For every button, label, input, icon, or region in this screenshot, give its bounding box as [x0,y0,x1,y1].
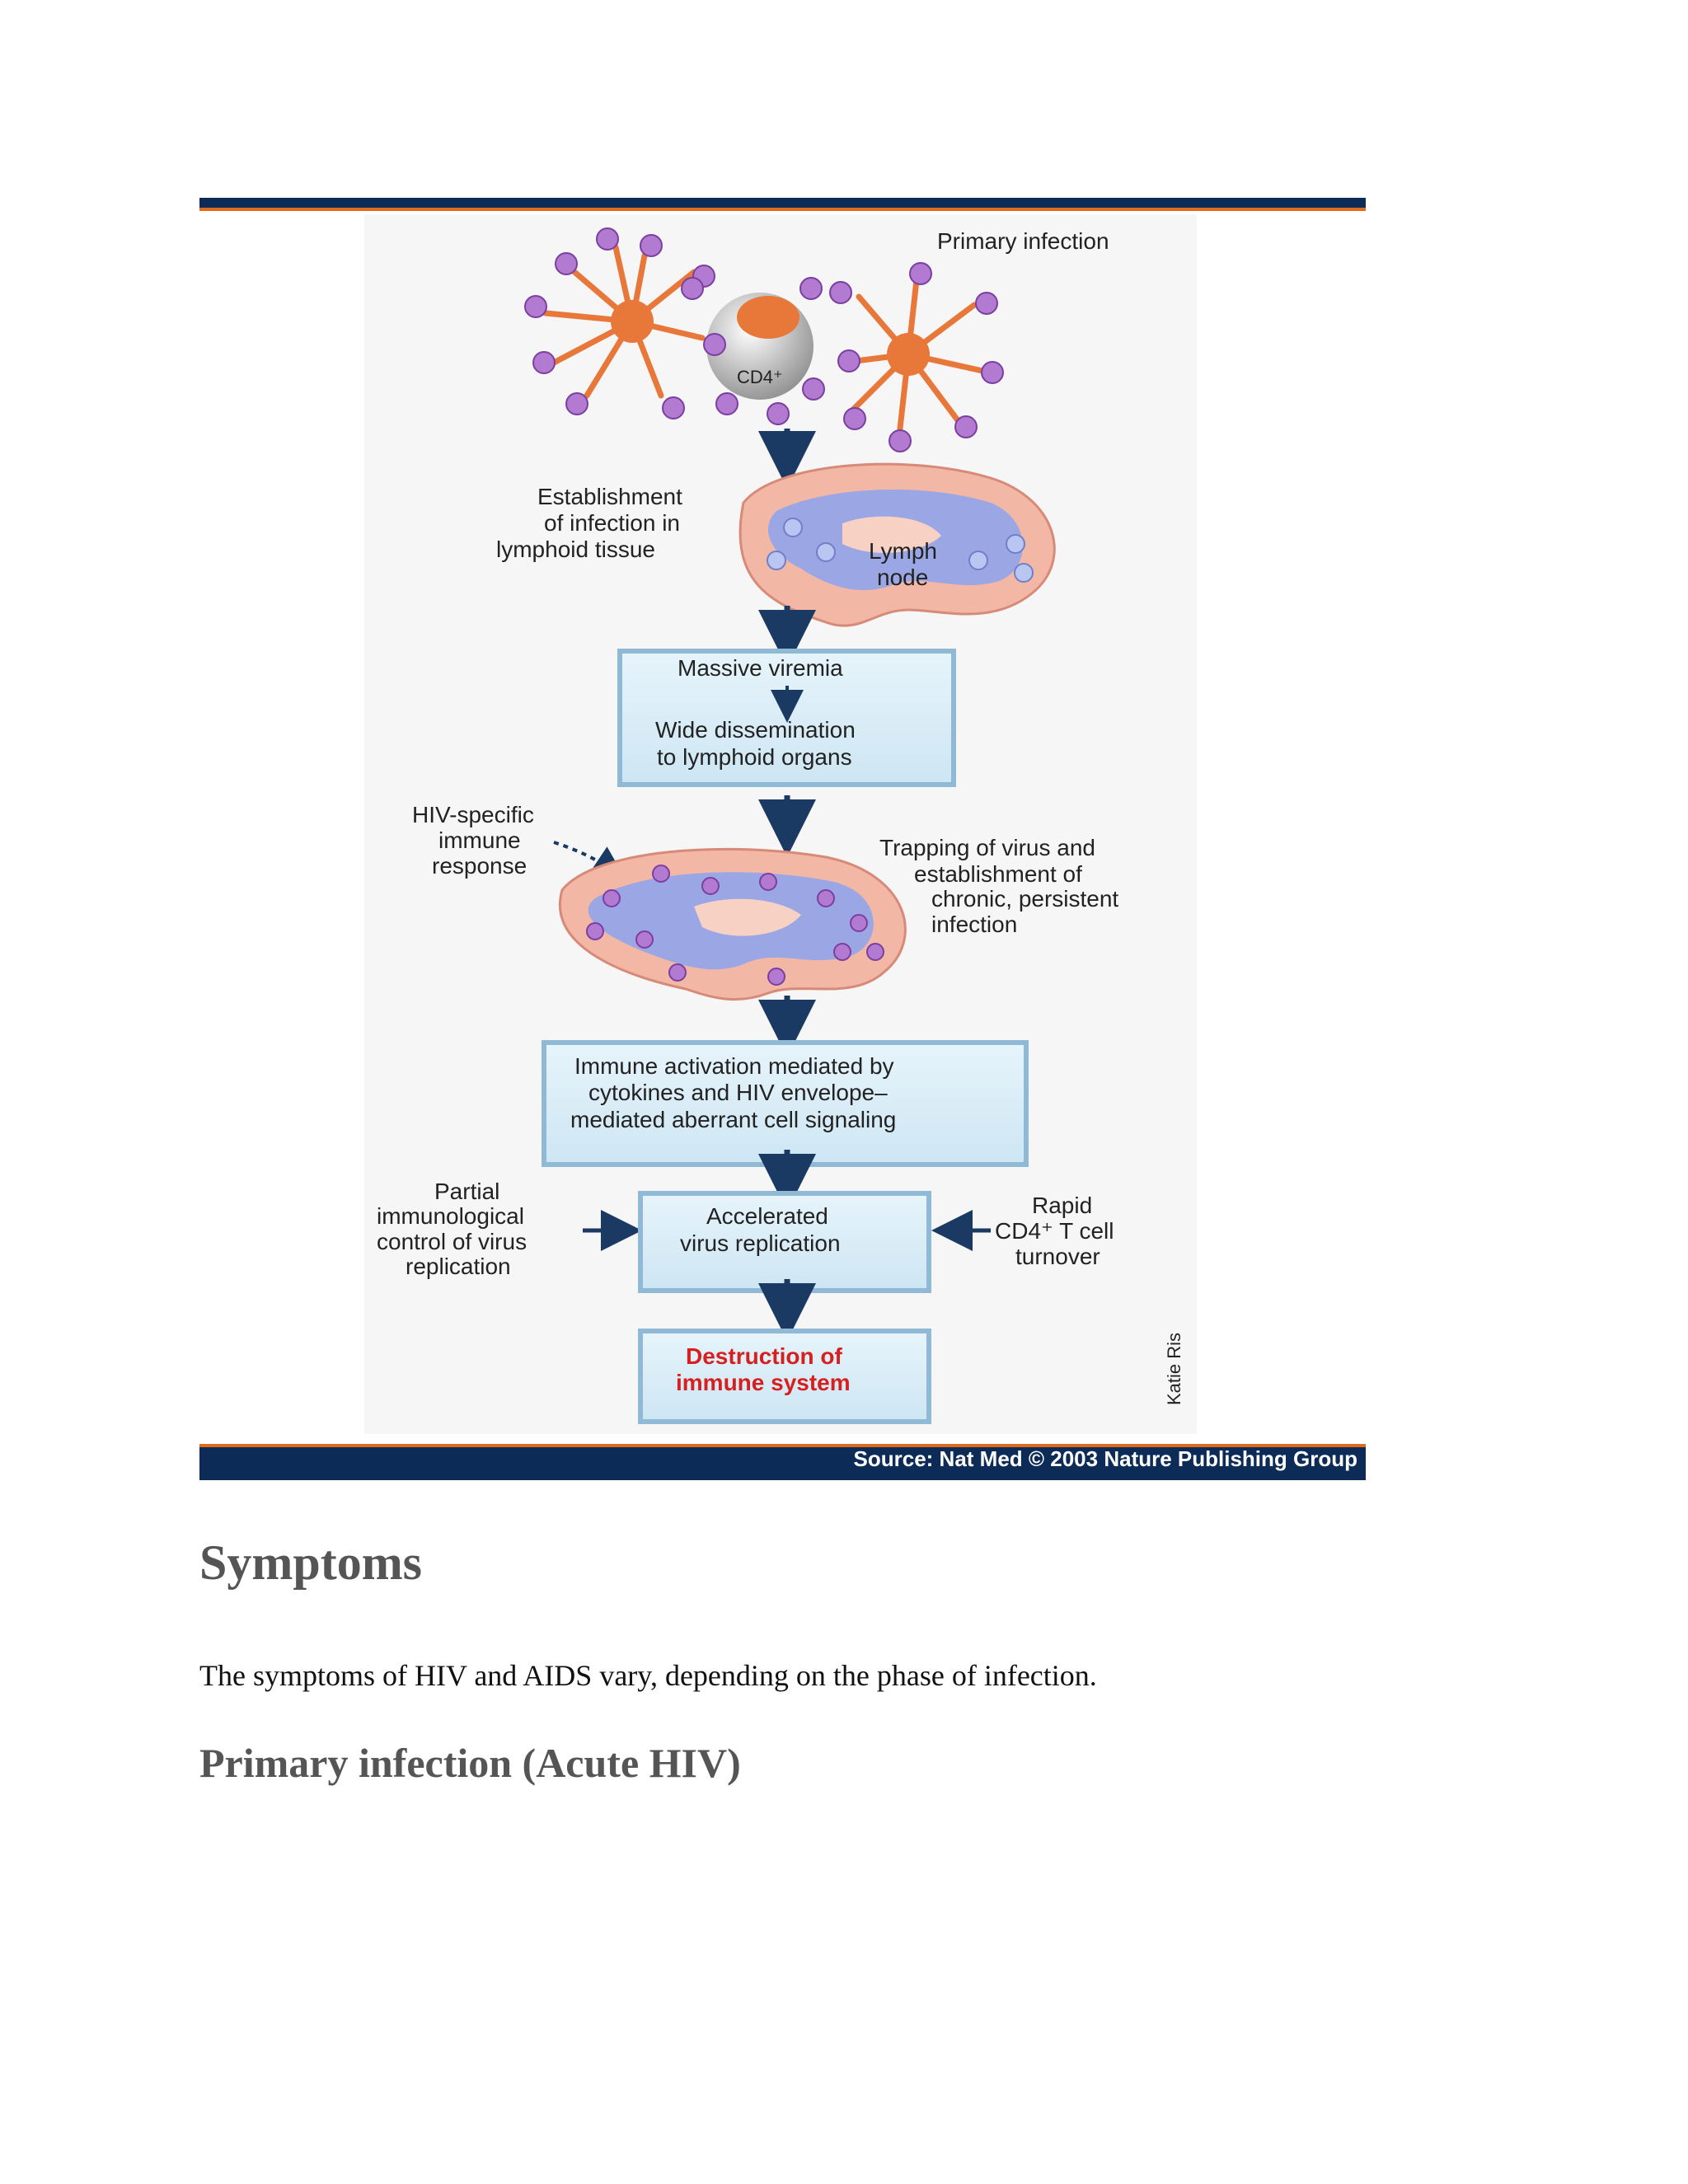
lymph-label-2: node [877,565,928,590]
trapping-line-2: establishment of [914,861,1082,887]
partial-line-2: immunological [377,1203,524,1229]
establishment-line-2: of infection in [544,510,680,536]
immune-activation-line-2: cytokines and HIV envelope– [588,1080,888,1105]
cd4-cell-nucleus [737,296,799,339]
box-accelerated-replication [638,1191,931,1293]
hiv-specific-line-1: HIV-specific [412,802,534,827]
dashed-arrow-immune-response [553,841,626,879]
rapid-line-2: CD4⁺ T cell [995,1218,1114,1244]
lymph-label-1: Lymph [869,538,937,564]
subheading-primary-infection: Primary infection (Acute HIV) [199,1740,741,1786]
virions [524,227,1004,452]
destruction-line-2: immune system [676,1370,851,1395]
hiv-specific-line-2: immune [438,827,521,853]
establishment-line-1: Establishment [537,484,682,509]
partial-line-1: Partial [434,1179,499,1204]
dendritic-cell-left-body [611,300,654,343]
figure-top-rule [199,198,1366,211]
massive-viremia-label: Massive viremia [678,655,843,681]
immune-activation-line-1: Immune activation mediated by [574,1053,894,1079]
dendritic-cells-cluster: CD4⁺ [524,227,1004,452]
hiv-specific-line-3: response [432,853,527,879]
artist-credit: Katie Ris [1164,1333,1184,1405]
wide-dissemination-line-2: to lymphoid organs [657,744,852,770]
partial-line-3: control of virus [377,1229,527,1254]
rapid-line-1: Rapid [1032,1193,1092,1218]
trapping-line-1: Trapping of virus and [879,835,1095,860]
box-destruction [638,1329,931,1424]
section-heading-symptoms: Symptoms [199,1535,423,1590]
accelerated-line-2: virus replication [680,1230,841,1256]
lymph-node-2 [559,847,907,1001]
box-immune-activation [542,1040,1029,1167]
immune-activation-line-3: mediated aberrant cell signaling [570,1107,896,1132]
partial-line-4: replication [406,1254,511,1279]
lymph-node-1 [738,462,1056,627]
figure-source: Source: Nat Med © 2003 Nature Publishing… [853,1446,1357,1471]
accelerated-line-1: Accelerated [706,1203,828,1229]
primary-infection-label: Primary infection [937,228,1109,254]
symptoms-paragraph: The symptoms of HIV and AIDS vary, depen… [199,1659,1097,1692]
dendritic-cell-right-body [887,333,930,376]
pathogenesis-flow-diagram: CD4⁺ Primary infection Establishment of … [377,227,1184,1424]
destruction-line-1: Destruction of [686,1343,842,1369]
trapping-line-4: infection [931,912,1017,937]
figure-bottom-rule [199,1444,1366,1480]
trapping-line-3: chronic, persistent [931,886,1118,912]
wide-dissemination-line-1: Wide dissemination [655,717,856,743]
rapid-line-3: turnover [1015,1244,1100,1269]
establishment-line-3: lymphoid tissue [496,537,655,562]
hiv-pathogenesis-figure: CD4⁺ Primary infection Establishment of … [199,198,1366,1480]
cd4-label: CD4⁺ [737,367,783,387]
